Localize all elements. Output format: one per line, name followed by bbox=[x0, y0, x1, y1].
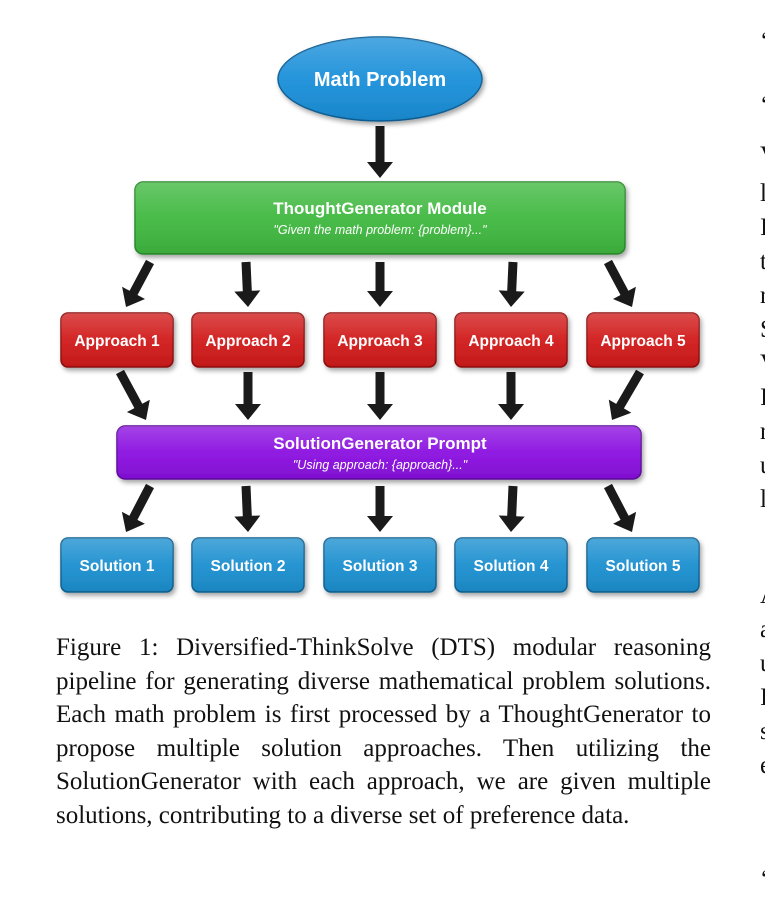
solution-4-box bbox=[454, 537, 568, 593]
solution-1-label: Solution 1 bbox=[80, 558, 155, 575]
adjacent-column-fragment: ‘ ‘ V l I t r S V I r u l A a u I s e ‘ bbox=[760, 0, 765, 915]
flow-arrow-16 bbox=[604, 483, 637, 532]
flow-arrow-13 bbox=[234, 485, 261, 532]
approach-5-label: Approach 5 bbox=[600, 333, 686, 350]
cropped-glyph: I bbox=[760, 214, 765, 241]
approach-2-box bbox=[191, 312, 305, 368]
cropped-glyph: l bbox=[760, 486, 765, 513]
solution-5-label: Solution 5 bbox=[606, 558, 681, 575]
flow-arrow-1 bbox=[367, 126, 393, 178]
approach-1-label: Approach 1 bbox=[74, 333, 160, 350]
math-problem-node bbox=[277, 36, 483, 122]
cropped-glyph: u bbox=[760, 452, 765, 480]
approach-1-box bbox=[60, 312, 174, 368]
flow-arrow-15 bbox=[498, 485, 525, 532]
solution-generator-title: SolutionGenerator Prompt bbox=[273, 434, 487, 453]
flow-arrow-9 bbox=[367, 372, 393, 420]
solution-2-label: Solution 2 bbox=[211, 558, 286, 575]
flow-arrow-10 bbox=[498, 372, 524, 420]
thought-generator-module bbox=[134, 181, 626, 255]
flow-arrow-5 bbox=[498, 261, 525, 307]
figure-caption: Figure 1: Diversified-ThinkSolve (DTS) m… bbox=[56, 631, 711, 832]
cropped-glyph: l bbox=[760, 180, 765, 207]
flow-arrow-2 bbox=[122, 259, 154, 307]
dts-pipeline-diagram: Math Problem ThoughtGenerator Module "Gi… bbox=[60, 36, 700, 593]
cropped-glyph: A bbox=[760, 582, 765, 610]
cropped-glyph: s bbox=[760, 718, 765, 745]
approach-3-box bbox=[323, 312, 437, 368]
flow-arrow-8 bbox=[235, 372, 261, 420]
solution-2-box bbox=[191, 537, 305, 593]
caption-label: Figure 1: bbox=[56, 634, 159, 661]
cropped-glyph: r bbox=[760, 282, 765, 309]
solution-1-box bbox=[60, 537, 174, 593]
cropped-glyph: ‘ bbox=[760, 28, 765, 56]
cropped-glyph: ‘ bbox=[760, 866, 765, 894]
solution-5-box bbox=[586, 537, 700, 593]
flow-arrow-7 bbox=[116, 369, 150, 420]
solution-row: Solution 1 Solution 2 Solution 3 Solution 4… bbox=[60, 537, 700, 593]
thought-generator-title: ThoughtGenerator Module bbox=[273, 199, 486, 218]
solution-3-label: Solution 3 bbox=[343, 558, 418, 575]
solution-4-label: Solution 4 bbox=[474, 558, 549, 575]
flow-arrow-4 bbox=[367, 262, 393, 307]
thought-generator-subtitle: "Given the math problem: {problem}..." bbox=[273, 223, 487, 237]
flow-arrow-3 bbox=[234, 261, 261, 307]
flow-arrow-14 bbox=[367, 486, 393, 532]
flow-arrows bbox=[116, 126, 644, 532]
cropped-glyph: ‘ bbox=[760, 92, 765, 120]
caption-text: Diversified-ThinkSolve (DTS) modular rea… bbox=[56, 634, 711, 829]
approach-2-label: Approach 2 bbox=[205, 333, 290, 350]
solution-generator-prompt bbox=[116, 425, 642, 480]
cropped-glyph: a bbox=[760, 616, 765, 644]
flow-arrow-6 bbox=[604, 259, 636, 307]
flow-arrow-11 bbox=[608, 369, 644, 420]
approach-4-box bbox=[454, 312, 568, 368]
cropped-glyph: V bbox=[760, 142, 765, 170]
approach-row: Approach 1 Approach 2 Approach 3 Approach 4… bbox=[60, 312, 700, 368]
solution-generator-subtitle: "Using approach: {approach}..." bbox=[293, 458, 468, 472]
approach-5-box bbox=[586, 312, 700, 368]
cropped-glyph: V bbox=[760, 350, 765, 378]
cropped-glyph: u bbox=[760, 650, 765, 678]
math-problem-label: Math Problem bbox=[314, 69, 446, 91]
approach-4-label: Approach 4 bbox=[468, 333, 554, 350]
cropped-glyph: S bbox=[760, 316, 765, 344]
cropped-glyph: I bbox=[760, 684, 765, 711]
cropped-glyph: e bbox=[760, 752, 765, 780]
cropped-glyph: I bbox=[760, 384, 765, 411]
solution-3-box bbox=[323, 537, 437, 593]
flow-arrow-12 bbox=[121, 483, 154, 532]
cropped-glyph: r bbox=[760, 418, 765, 445]
cropped-glyph: t bbox=[760, 248, 765, 275]
approach-3-label: Approach 3 bbox=[337, 333, 423, 350]
